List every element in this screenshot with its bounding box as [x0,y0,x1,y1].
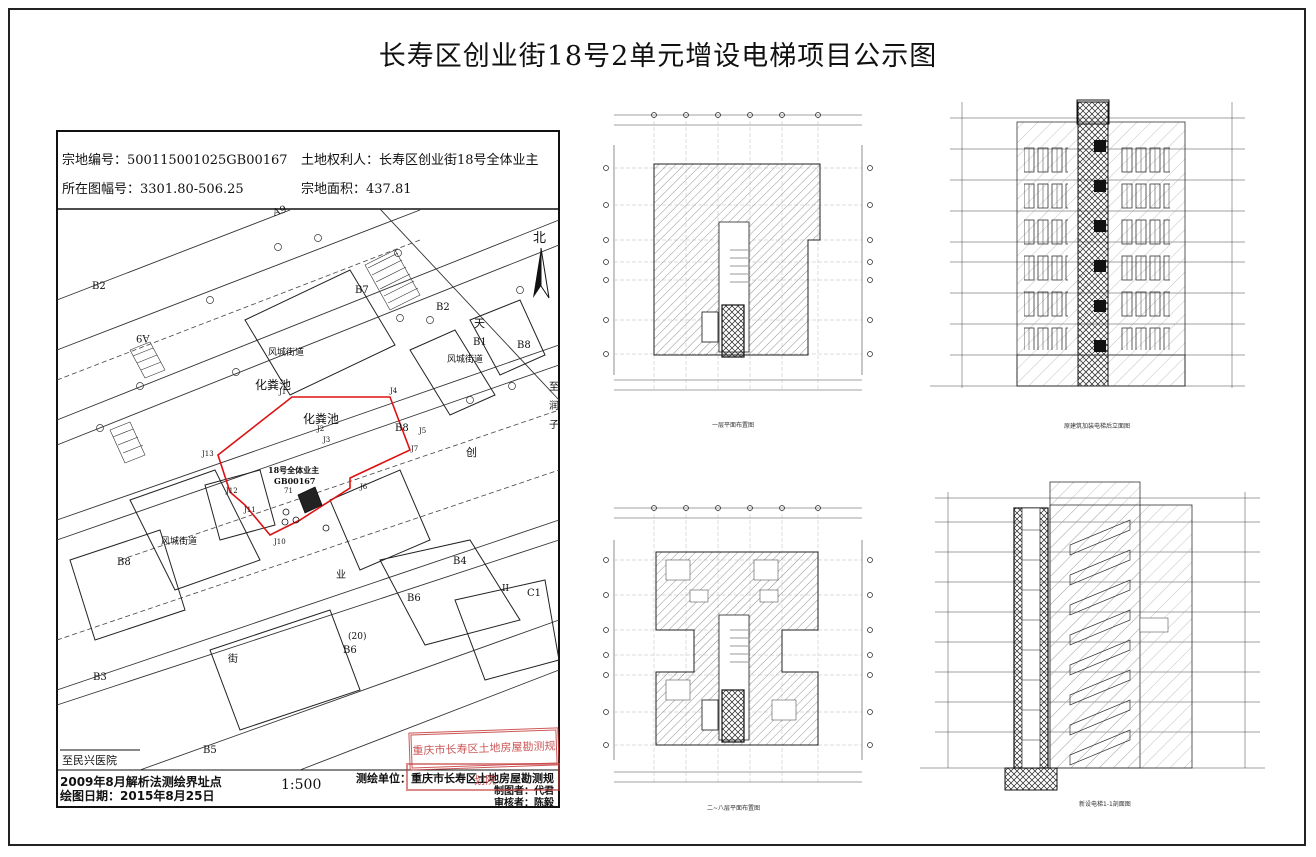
map-label-b8-mid: B8 [395,423,409,434]
point-j10: J10 [274,538,286,546]
drawing-frame [8,8,1306,846]
parcel-id: 宗地编号：500115001025GB00167 [62,153,288,168]
survey-method: 2009年8月解析法测绘界址点 [60,775,222,789]
map-label-b5: B5 [203,745,217,756]
caption-plan-2-8f: 二~八层平面布置图 [707,805,761,812]
map-label-b6-mid: B6 [407,593,421,604]
map-parcel-owner: 18号全体业主 [268,465,320,475]
map-scale: 1:500 [281,777,322,793]
point-j4: J4 [390,387,398,395]
parcel-area: 宗地面积：437.81 [301,182,412,197]
map-label-b6-low: B6 [343,645,357,656]
map-right-char-2: 润 [549,401,559,412]
map-street-char-2: 业 [336,570,346,581]
map-street-char-1: 创 [466,446,477,459]
caption-section: 新设电梯1-1剖面图 [1079,801,1131,808]
map-label-b3: B3 [93,672,107,683]
map-minxing-hospital: 至民兴医院 [62,754,117,767]
caption-elevation: 原建筑加装电梯后立面图 [1064,423,1131,430]
map-septic-2: 化粪池 [303,412,340,426]
point-j6: J6 [360,483,368,491]
point-j13: J13 [202,450,214,458]
page-title: 长寿区创业街18号2单元增设电梯项目公示图 [378,41,938,72]
map-parcel-code: GB00167 [274,476,316,486]
map-label-tian: 天 [474,317,485,330]
map-label-b2-right: B2 [436,302,450,313]
map-road-2: 风城街道 [447,355,484,365]
draw-date: 绘图日期：2015年8月25日 [60,789,215,803]
map-label-b8-right: B8 [517,340,531,351]
caption-plan-1f: 一层平面布置图 [712,422,755,429]
point-j1: J1 [279,388,287,396]
point-j5: J5 [419,427,427,435]
map-label-b2-left: B2 [92,281,106,292]
map-label-c1: C1 [527,588,542,599]
point-j12: J12 [226,487,238,495]
map-label-ii: II [502,584,510,594]
map-road-3: 风城街道 [161,537,198,547]
sheet-number: 所在图幅号：3301.80-506.25 [62,182,244,197]
map-road-1: 风城街道 [268,348,305,358]
checked-by: 审核者：陈毅 [494,798,554,809]
point-j11: J11 [244,506,256,514]
north-label: 北 [533,231,547,246]
map-label-b4: B4 [453,556,467,567]
point-j3: J3 [323,436,331,444]
map-parcel-number: 71 [284,487,293,495]
map-label-20: (20) [348,632,367,642]
map-label-b1: B1 [473,337,487,348]
map-septic-1: 化粪池 [255,378,292,392]
map-label-b7: B7 [355,285,369,296]
official-seal-frame [406,763,560,791]
land-owner: 土地权利人：长寿区创业街18号全体业主 [301,153,539,168]
map-right-char-3: 子 [549,420,559,431]
point-j7: J7 [411,445,419,453]
point-j2: J2 [317,425,325,433]
map-label-b8-left: B8 [117,557,131,568]
survey-unit: 测绘单位：重庆市长寿区土地房屋勘测规 [356,772,554,785]
map-right-char-1: 至 [549,382,559,393]
map-street-char-3: 街 [228,654,238,665]
drawn-by: 制图者：代君 [494,786,554,797]
